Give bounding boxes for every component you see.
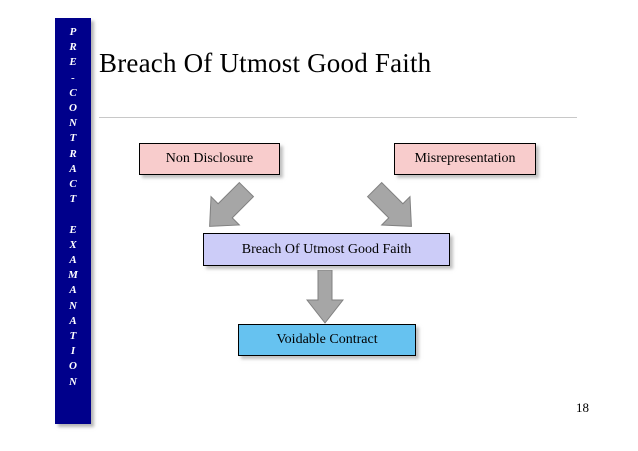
arrow-down-left-icon: [366, 181, 412, 227]
page-number: 18: [576, 400, 589, 415]
page-title: Breach Of Utmost Good Faith: [99, 48, 432, 78]
box-breach-label: Breach Of Utmost Good Faith: [241, 241, 412, 257]
title-divider: [99, 117, 577, 118]
box-non-disclosure-label: Non Disclosure: [165, 151, 254, 166]
box-misrepresentation: Misrepresentation: [394, 143, 536, 175]
box-misrepresentation-label: Misrepresentation: [414, 151, 516, 166]
arrow-down-right-icon: [209, 181, 255, 227]
box-voidable-contract: Voidable Contract: [238, 324, 416, 356]
vertical-banner-label: P R E - C O N T R A C T E X A M A N A T …: [68, 26, 78, 388]
box-voidable-label: Voidable Contract: [276, 332, 378, 347]
arrow-down-icon: [306, 270, 344, 324]
box-breach-of-utmost-good-faith: Breach Of Utmost Good Faith: [203, 233, 450, 266]
box-non-disclosure: Non Disclosure: [139, 143, 280, 175]
vertical-banner: P R E - C O N T R A C T E X A M A N A T …: [55, 18, 91, 424]
